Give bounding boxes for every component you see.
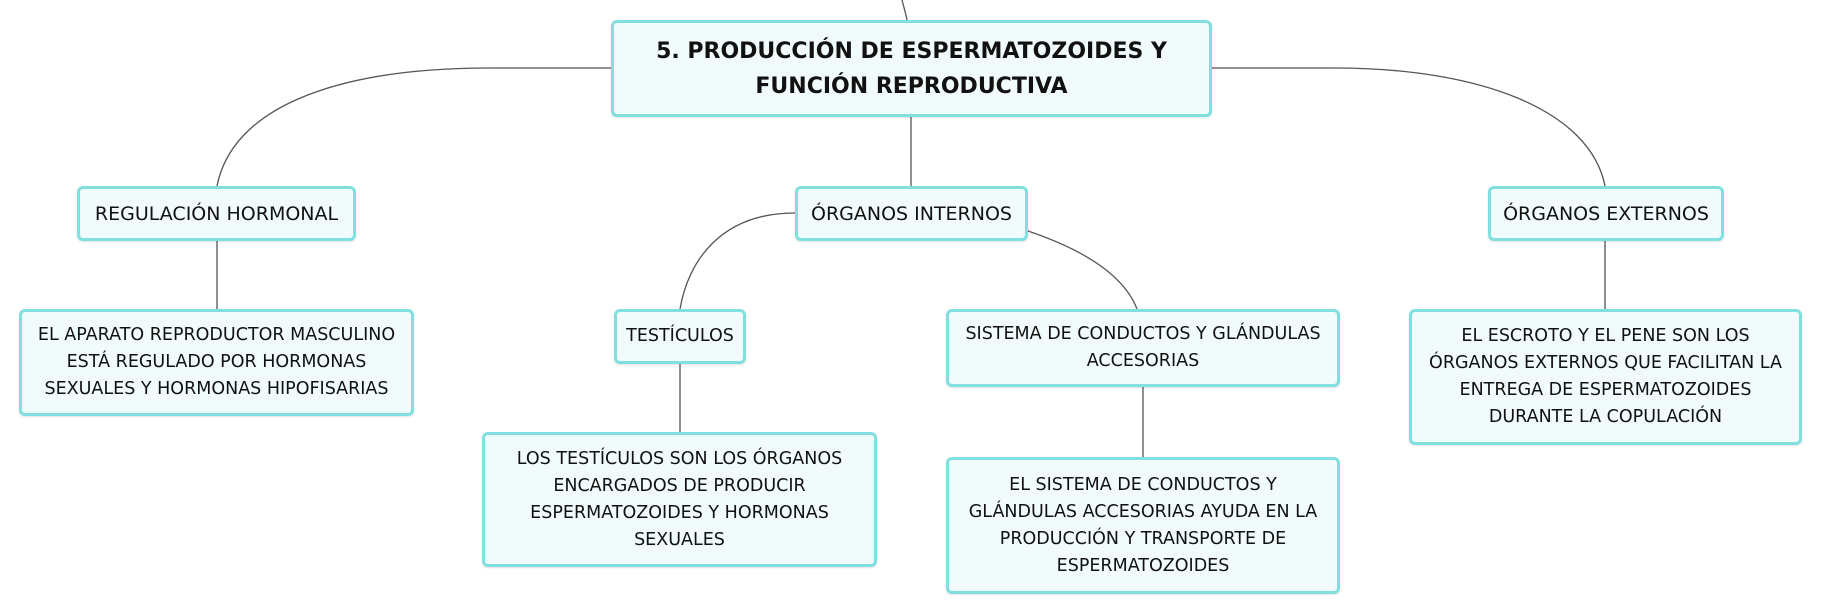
topic-organos-externos-label: ÓRGANOS EXTERNOS bbox=[1503, 202, 1709, 225]
connector-root-parent bbox=[901, 0, 908, 21]
regulacion-hormonal-detail[interactable]: EL APARATO REPRODUCTOR MASCULINO ESTÁ RE… bbox=[19, 309, 414, 416]
root-node-label: 5. PRODUCCIÓN DE ESPERMATOZOIDES Y FUNCI… bbox=[656, 38, 1167, 99]
connector-internos-conductos bbox=[1027, 230, 1138, 310]
connector-root-regulacion bbox=[216, 67, 611, 187]
subtopic-sistema-conductos-label: SISTEMA DE CONDUCTOS Y GLÁNDULAS ACCESOR… bbox=[965, 324, 1321, 371]
organos-externos-detail[interactable]: EL ESCROTO Y EL PENE SON LOS ÓRGANOS EXT… bbox=[1409, 309, 1802, 445]
connector-root-externos bbox=[1212, 67, 1606, 187]
topic-organos-internos[interactable]: ÓRGANOS INTERNOS bbox=[795, 186, 1028, 241]
topic-regulacion-hormonal[interactable]: REGULACIÓN HORMONAL bbox=[77, 186, 356, 241]
subtopic-testiculos-label: TESTÍCULOS bbox=[626, 326, 734, 346]
sistema-conductos-detail-text: EL SISTEMA DE CONDUCTOS Y GLÁNDULAS ACCE… bbox=[968, 474, 1318, 576]
organos-externos-detail-text: EL ESCROTO Y EL PENE SON LOS ÓRGANOS EXT… bbox=[1429, 326, 1782, 427]
regulacion-hormonal-detail-text: EL APARATO REPRODUCTOR MASCULINO ESTÁ RE… bbox=[37, 325, 396, 399]
root-node[interactable]: 5. PRODUCCIÓN DE ESPERMATOZOIDES Y FUNCI… bbox=[611, 20, 1212, 117]
testiculos-detail[interactable]: LOS TESTÍCULOS SON LOS ÓRGANOS ENCARGADO… bbox=[482, 432, 877, 567]
subtopic-sistema-conductos[interactable]: SISTEMA DE CONDUCTOS Y GLÁNDULAS ACCESOR… bbox=[946, 309, 1340, 387]
connector-internos-testiculos bbox=[679, 212, 796, 310]
sistema-conductos-detail[interactable]: EL SISTEMA DE CONDUCTOS Y GLÁNDULAS ACCE… bbox=[946, 457, 1340, 594]
testiculos-detail-text: LOS TESTÍCULOS SON LOS ÓRGANOS ENCARGADO… bbox=[516, 448, 843, 550]
topic-organos-internos-label: ÓRGANOS INTERNOS bbox=[810, 202, 1012, 225]
topic-regulacion-hormonal-label: REGULACIÓN HORMONAL bbox=[94, 202, 339, 225]
subtopic-testiculos[interactable]: TESTÍCULOS bbox=[614, 309, 746, 364]
topic-organos-externos[interactable]: ÓRGANOS EXTERNOS bbox=[1488, 186, 1724, 241]
